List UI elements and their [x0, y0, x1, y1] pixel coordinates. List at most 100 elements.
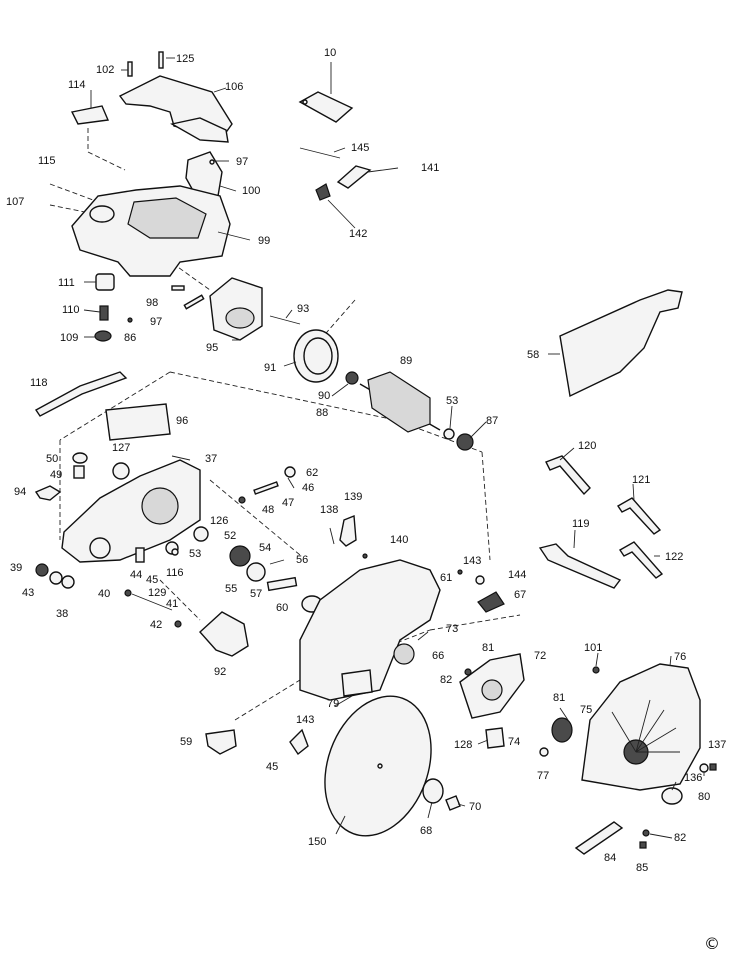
label-part-75: 75 [580, 704, 592, 716]
part-110-brush [99, 305, 109, 321]
label-part-73: 73 [446, 623, 458, 635]
part-53-washer [443, 428, 455, 440]
part-82-screw [464, 668, 472, 676]
part-125-screw [158, 51, 164, 69]
part-101-screw [592, 666, 600, 674]
part-66-hub [393, 643, 415, 665]
part-140-screw [362, 553, 368, 559]
label-part-143-lower: 143 [296, 714, 314, 726]
part-97-screw [183, 294, 205, 310]
part-141-connector [336, 165, 372, 189]
label-part-88: 88 [316, 407, 328, 419]
label-part-81: 81 [482, 642, 494, 654]
part-137-nut [709, 763, 717, 771]
label-part-96: 96 [176, 415, 188, 427]
label-part-46: 46 [302, 482, 314, 494]
label-part-53-lower: 53 [189, 548, 201, 560]
label-part-45: 45 [146, 574, 158, 586]
part-72-bore [481, 679, 503, 701]
part-49-spacer [73, 465, 85, 479]
label-part-84: 84 [604, 852, 616, 864]
part-37-gear-housing [61, 459, 201, 563]
part-116-screw [171, 548, 179, 556]
label-part-53: 53 [446, 395, 458, 407]
part-38-washer [61, 575, 75, 589]
part-98-screw [171, 285, 185, 291]
label-part-61: 61 [440, 572, 452, 584]
label-part-49: 49 [50, 469, 62, 481]
part-150-blade-arbor [377, 763, 383, 769]
label-part-145: 145 [351, 142, 369, 154]
label-part-74: 74 [508, 736, 520, 748]
part-99-housing-window [127, 197, 207, 239]
label-part-92: 92 [214, 666, 226, 678]
label-part-99: 99 [258, 235, 270, 247]
label-part-10: 10 [324, 47, 336, 59]
part-37-housing-boss [89, 537, 111, 559]
label-part-81-right: 81 [553, 692, 565, 704]
part-76-lower-guard [581, 663, 701, 791]
assembly-guides [49, 128, 521, 721]
part-67-block [477, 591, 505, 613]
label-part-141: 141 [421, 162, 439, 174]
label-part-67: 67 [514, 589, 526, 601]
label-part-107: 107 [6, 196, 24, 208]
part-39-nut [35, 563, 49, 577]
label-part-119: 119 [572, 518, 590, 530]
label-part-110: 110 [62, 304, 80, 316]
label-part-126: 126 [210, 515, 228, 527]
part-54-gear [229, 545, 251, 567]
part-94-knob [34, 485, 62, 501]
part-42-screw [174, 620, 182, 628]
part-drawings [34, 51, 717, 855]
part-56-key [269, 559, 285, 565]
label-part-98: 98 [146, 297, 158, 309]
part-45-spring-clip [289, 728, 309, 756]
part-43-washer [49, 571, 63, 585]
part-121-hex-key [617, 497, 662, 535]
label-part-72: 72 [534, 650, 546, 662]
label-part-150: 150 [308, 836, 326, 848]
part-10-tag [298, 91, 354, 123]
label-part-125: 125 [176, 53, 194, 65]
label-part-89: 89 [400, 355, 412, 367]
label-part-140: 140 [390, 534, 408, 546]
part-84-link [574, 821, 624, 855]
part-61-upper-guard [299, 559, 441, 701]
label-part-120: 120 [578, 440, 596, 452]
part-85-screw [639, 841, 647, 849]
label-part-137: 137 [708, 739, 726, 751]
label-part-144: 144 [508, 569, 526, 581]
part-47-pin [253, 481, 279, 495]
label-part-102: 102 [96, 64, 114, 76]
label-part-139: 139 [344, 491, 362, 503]
part-99-housing-boss [89, 205, 115, 223]
label-part-115: 115 [38, 155, 56, 167]
part-57-spindle [266, 576, 298, 592]
label-part-91: 91 [264, 362, 276, 374]
part-50-nut [72, 452, 88, 464]
part-127-disc [112, 462, 130, 480]
part-136-washer [699, 763, 709, 773]
copyright-symbol-icon: © [704, 934, 720, 953]
part-40-nut [124, 589, 132, 597]
label-part-43: 43 [22, 587, 34, 599]
part-77-nut [539, 747, 549, 757]
label-part-48: 48 [262, 504, 274, 516]
label-part-94: 94 [14, 486, 26, 498]
label-part-87: 87 [486, 415, 498, 427]
label-part-55: 55 [225, 583, 237, 595]
label-part-129: 129 [148, 587, 166, 599]
part-91-inner [303, 337, 333, 375]
part-82-screw-lower [642, 829, 650, 837]
label-part-97: 97 [236, 156, 248, 168]
label-part-142: 142 [349, 228, 367, 240]
part-106-handle-foot [170, 117, 229, 143]
label-part-79: 79 [327, 698, 339, 710]
label-part-80: 80 [698, 791, 710, 803]
label-part-45-lower: 45 [266, 761, 278, 773]
part-90-bearing [345, 371, 359, 385]
label-part-42: 42 [150, 619, 162, 631]
part-62-cap [284, 466, 296, 478]
